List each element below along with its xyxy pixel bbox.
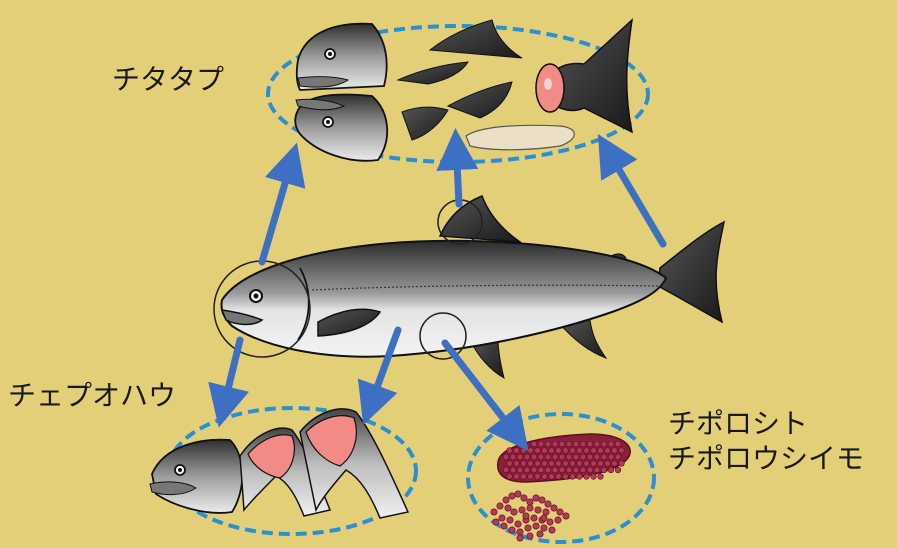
arrow-head-to-parts [262, 156, 293, 262]
roe-group [491, 434, 630, 541]
tail-fin [658, 222, 724, 322]
label-roe-line2: チポロウシイモ [668, 441, 864, 476]
label-head-soup: チェプオハウ [8, 378, 176, 413]
arrow-tail-to-parts [605, 146, 663, 244]
head-soup-group [150, 409, 408, 518]
roe-loose-eggs [491, 491, 569, 541]
arrow-head-to-soup [222, 340, 240, 414]
cartilage-piece [466, 125, 574, 149]
label-roe: チポロシト チポロウシイモ [668, 406, 864, 476]
label-roe-line1: チポロシト [668, 406, 864, 441]
arrow-dorsal-to-parts [456, 142, 459, 204]
dorsal-fin [440, 196, 520, 242]
label-head-parts: チタタプ [112, 62, 224, 97]
fish-body [221, 241, 666, 357]
